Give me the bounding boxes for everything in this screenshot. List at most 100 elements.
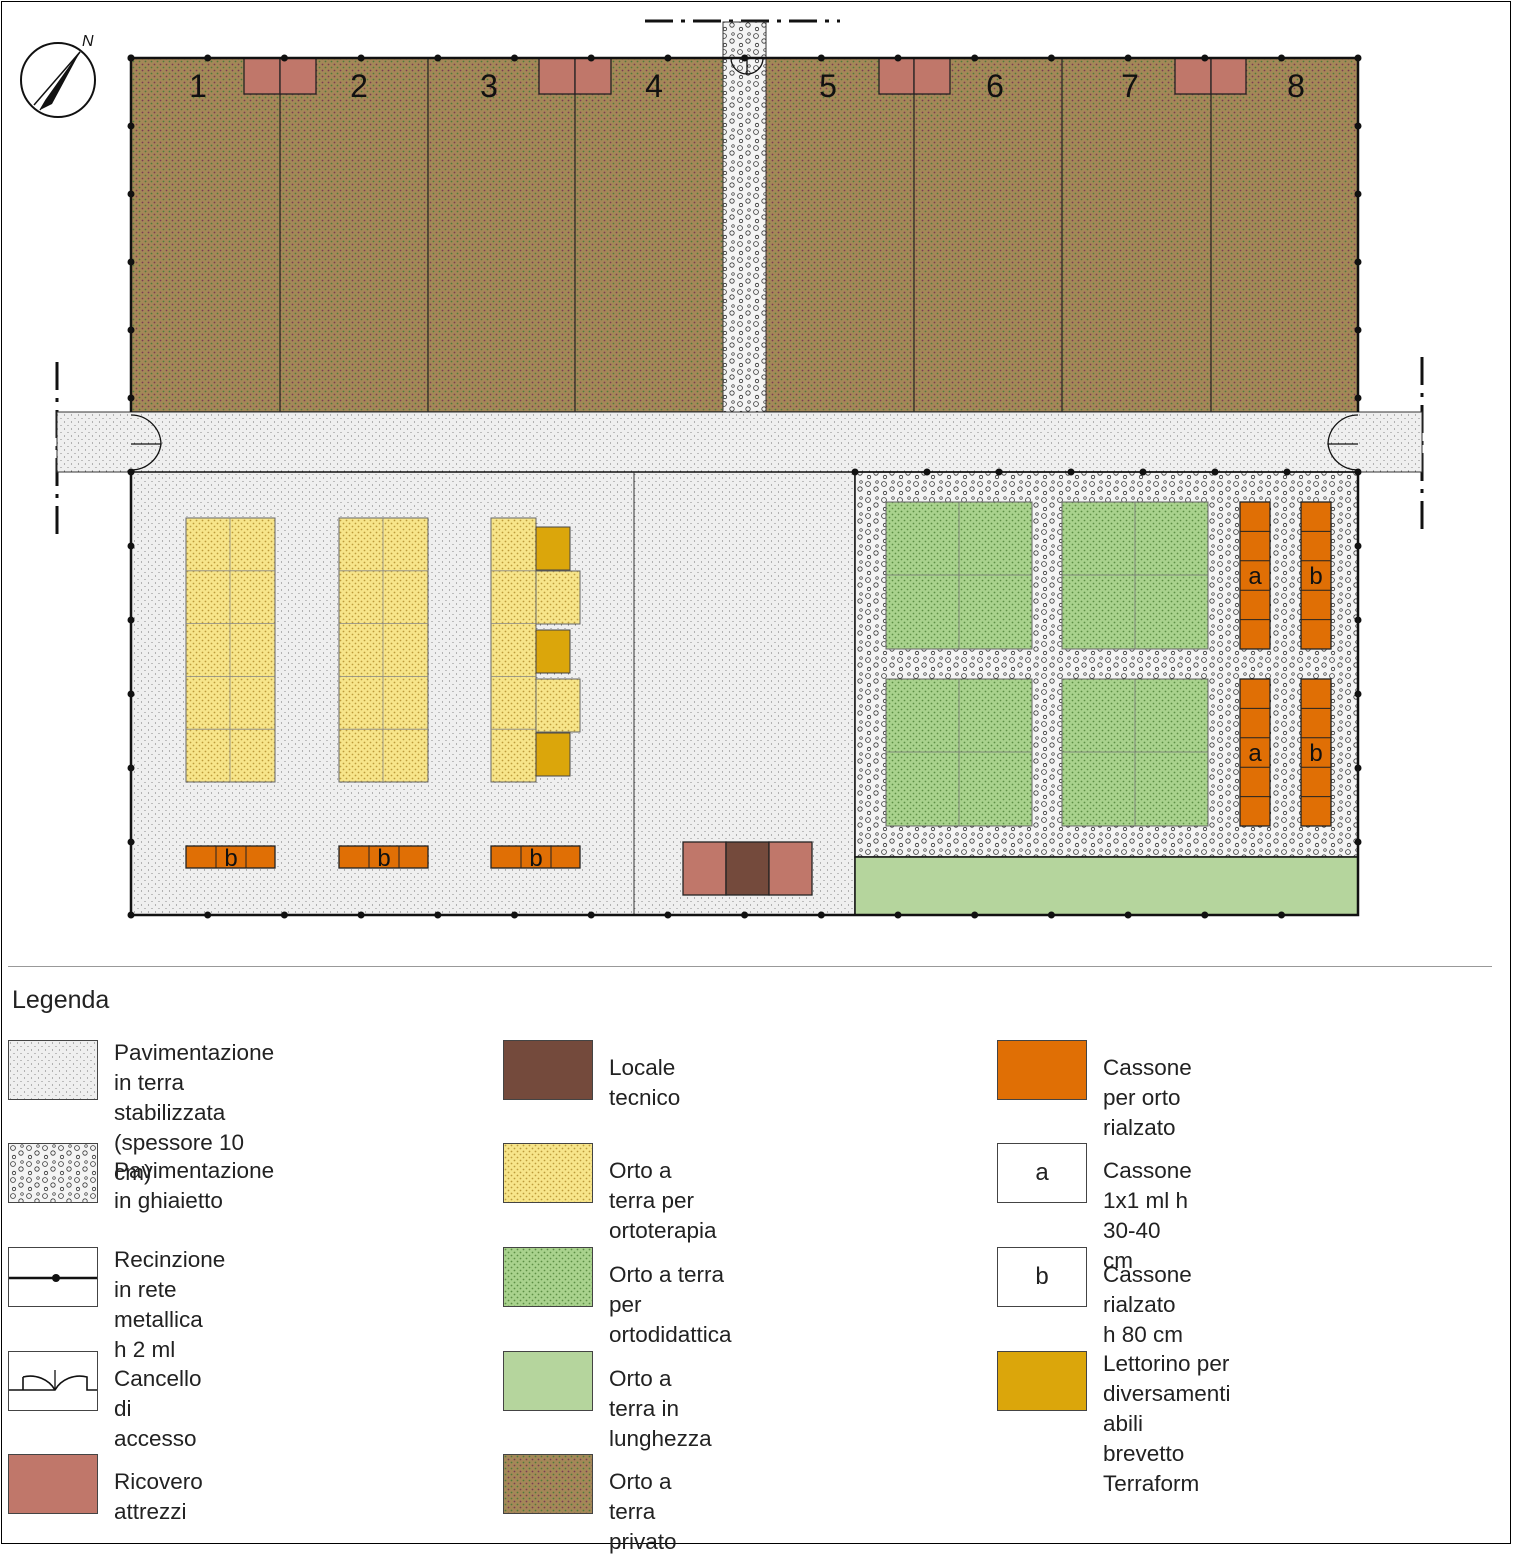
fence-post (995, 468, 1003, 476)
didactic-beds (885, 501, 1209, 827)
fence-post (1354, 190, 1362, 198)
raised-box-b: b (1300, 501, 1332, 650)
fence-post (127, 54, 135, 62)
box-letter: b (1309, 740, 1322, 767)
accessible-bed (535, 629, 571, 674)
therapy-bed (338, 517, 429, 783)
fence-post (851, 468, 859, 476)
tool-shed (1210, 57, 1247, 95)
legend-label-lunghezza: Orto a terra in lunghezza (609, 1366, 712, 1451)
legend-label-cancello: Cancello di accesso (114, 1366, 202, 1451)
fence-post (127, 838, 135, 846)
fence-post (1354, 838, 1362, 846)
fence-post (664, 54, 672, 62)
fence-post (127, 911, 135, 919)
fence-post (664, 911, 672, 919)
fence-post (741, 54, 749, 62)
fence-post (127, 542, 135, 550)
fence-post (1278, 54, 1285, 62)
legend-swatch-privato (503, 1454, 593, 1514)
legend-swatch-terra-stabilizzata (8, 1040, 98, 1100)
fence-post (204, 911, 212, 919)
raised-box-fill (338, 845, 429, 869)
box-letter: a (1248, 563, 1262, 590)
tool-shed (913, 57, 951, 95)
raised-box-b: b (185, 845, 276, 872)
fence-post (1047, 911, 1055, 919)
fence-post (1354, 690, 1362, 698)
legend-label-cassone-b: Cassone rialzato h 80 cm (1103, 1262, 1192, 1347)
legend-swatch-ortoterapia (503, 1143, 593, 1203)
fence-post (1124, 911, 1132, 919)
accessible-beds (535, 526, 571, 777)
plot-number-3: 3 (480, 68, 498, 104)
north-gravel-path (722, 21, 767, 413)
tool-shed (574, 57, 612, 95)
raised-box-fill (1239, 501, 1271, 650)
legend-label-ortoterapia: Orto a terra per ortoterapia (609, 1158, 717, 1243)
tool-sheds-top (243, 57, 1247, 95)
fence-post (127, 326, 135, 334)
therapy-bed-fill (338, 517, 429, 783)
long-plot (854, 856, 1359, 916)
fence-post (923, 468, 931, 476)
plot-number-6: 6 (986, 68, 1004, 104)
legend-title: Legenda (12, 986, 110, 1014)
plot-number-7: 7 (1121, 68, 1139, 104)
legend-swatch-ghiaietto (8, 1143, 98, 1203)
legend-label-privato: Orto a terra privato (609, 1469, 677, 1554)
fence-post (127, 764, 135, 772)
raised-box-b: b (1300, 678, 1332, 827)
fence-post (511, 54, 518, 62)
north-gate-icon (730, 57, 764, 75)
fence-post (1278, 911, 1285, 919)
fence-post (587, 54, 595, 62)
plot-number-4: 4 (645, 68, 663, 104)
legend-swatch-ortodidattica (503, 1247, 593, 1307)
plot-number-8: 8 (1287, 68, 1305, 104)
fence-post (127, 468, 135, 476)
fence-post (1067, 468, 1075, 476)
therapy-bed-fill (490, 517, 537, 783)
fence-post (127, 258, 135, 266)
legend-divider (8, 966, 1492, 967)
legend-label-cassone-a: Cassone 1x1 ml h 30-40 cm (1103, 1158, 1192, 1273)
north-label: N (82, 33, 94, 50)
accessible-bed (535, 526, 571, 571)
plot-number-1: 1 (189, 68, 207, 104)
fence-post (1354, 468, 1362, 476)
tool-shed (279, 57, 317, 95)
fence-post (204, 54, 212, 62)
private-plot-dividers (279, 58, 1212, 412)
fence-post (587, 911, 595, 919)
fence-post (1354, 616, 1362, 624)
main-path (56, 411, 1423, 473)
therapy-beds (185, 517, 581, 783)
legend-swatch-recinzione (8, 1247, 98, 1307)
raised-box-fill (1300, 678, 1332, 827)
raised-box-a: a (1239, 501, 1271, 650)
fence-post (1354, 542, 1362, 550)
raised-box-b: b (338, 845, 429, 872)
raised-box-a: a (1239, 678, 1271, 827)
legend-label-lettorino: Lettorino per diversamenti abili brevett… (1103, 1351, 1231, 1496)
technical-room (725, 841, 770, 896)
box-letter: b (377, 845, 390, 872)
fence-post (1201, 911, 1209, 919)
fence-post (1139, 468, 1147, 476)
tool-shed (1174, 57, 1212, 95)
fence-post (1283, 468, 1291, 476)
legend-label-cassone-rialzato: Cassone per orto rialzato (1103, 1055, 1192, 1140)
north-arrow-icon: N (20, 33, 96, 118)
fence-post (894, 911, 902, 919)
raised-box-b: b (490, 845, 581, 872)
didactic-bed (885, 678, 1033, 827)
fence-post (434, 911, 442, 919)
fence-post (357, 54, 365, 62)
fence-post (1354, 258, 1362, 266)
plot-number-5: 5 (819, 68, 837, 104)
plot-number-2: 2 (350, 68, 368, 104)
raised-box-fill (1300, 501, 1332, 650)
private-plot-numbers: 1 2 3 4 5 6 7 8 (189, 68, 1305, 104)
